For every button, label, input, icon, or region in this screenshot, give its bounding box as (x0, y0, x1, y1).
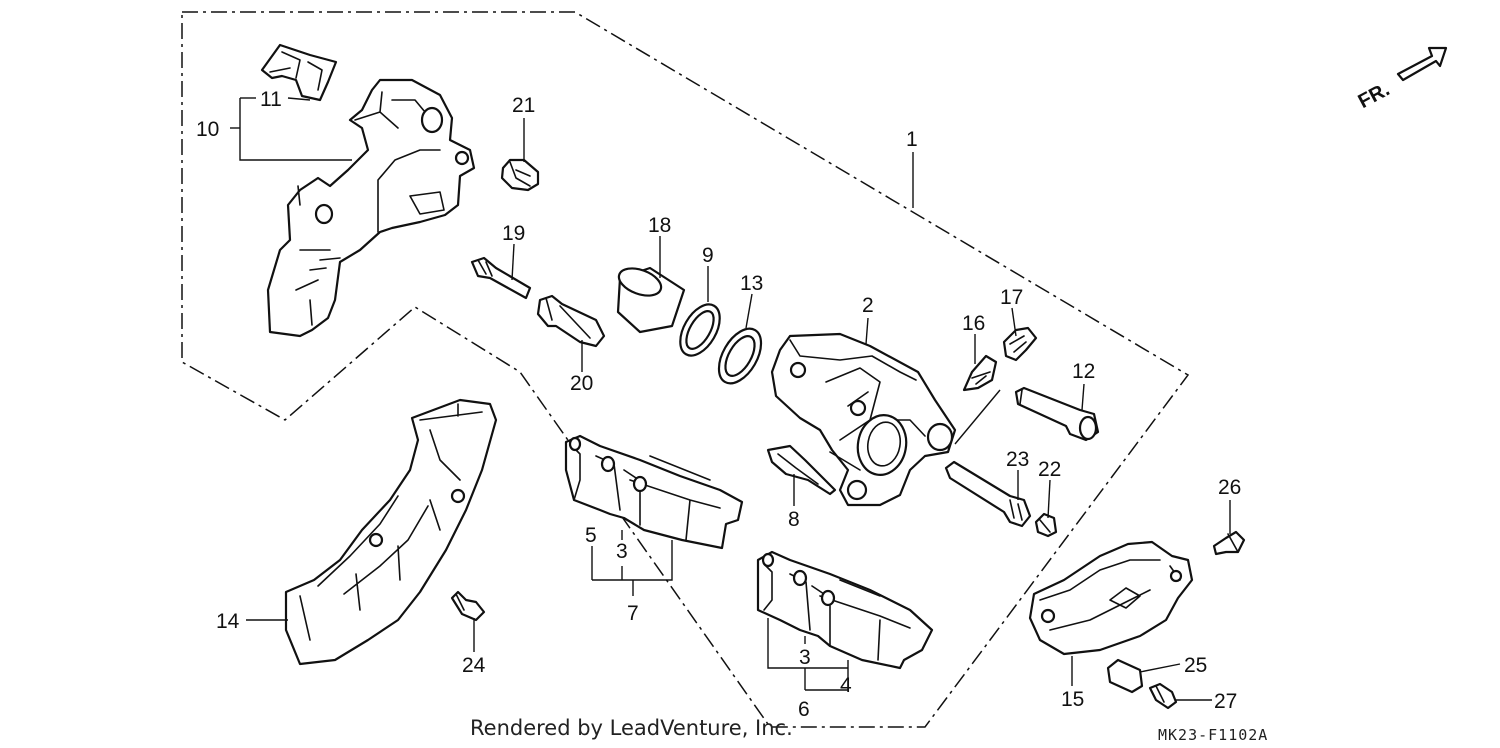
callout-18: 18 (648, 214, 671, 237)
callout-2: 2 (862, 294, 874, 317)
piston-seal-part (679, 303, 721, 357)
caliper-body-part (770, 332, 957, 507)
assembly-boundary (181, 11, 1190, 728)
callout-14: 14 (216, 610, 240, 633)
plug-part (1034, 512, 1058, 538)
callout-13: 13 (740, 272, 763, 295)
callout-16: 16 (962, 312, 985, 335)
callout-20: 20 (570, 372, 593, 395)
callout-5: 5 (585, 524, 597, 547)
callout-3-right: 3 (799, 646, 811, 669)
callout-10: 10 (196, 118, 219, 141)
bleed-valve-part (962, 354, 998, 392)
pad-spring-part (260, 43, 338, 102)
front-direction-arrow-icon: FR. (1355, 46, 1448, 113)
callout-4: 4 (840, 674, 852, 697)
collar-part (1106, 658, 1144, 694)
callout-7: 7 (627, 602, 639, 625)
dust-seal-part (717, 327, 763, 385)
piston-part (616, 266, 686, 334)
callout-3-left: 3 (616, 540, 628, 563)
callout-1: 1 (906, 128, 918, 151)
callout-6: 6 (798, 698, 810, 721)
callout-25: 25 (1184, 654, 1207, 677)
flange-bolt-27-part (1148, 682, 1178, 710)
callout-23: 23 (1006, 448, 1029, 471)
callout-26: 26 (1218, 476, 1241, 499)
callout-15: 15 (1061, 688, 1084, 711)
callout-labels: 1 2 3 3 4 5 6 7 8 9 10 11 12 13 14 15 16… (196, 88, 1241, 721)
callout-11: 11 (260, 88, 282, 111)
pad-retainer-part (766, 444, 837, 496)
disc-cover-part (284, 398, 498, 666)
callout-22: 22 (1038, 458, 1061, 481)
pin-bolt-part (470, 256, 532, 300)
bleed-cap-part (1002, 326, 1038, 362)
front-direction-label: FR. (1355, 78, 1394, 113)
slide-pin-part (1014, 386, 1100, 442)
callout-17: 17 (1000, 286, 1023, 309)
pad-set-right-part (756, 550, 934, 670)
flange-bolt-24-part (450, 590, 486, 622)
callout-24: 24 (462, 654, 486, 677)
callout-9: 9 (702, 244, 714, 267)
callout-21: 21 (512, 94, 535, 117)
flange-bolt-26-part (1212, 530, 1246, 556)
cap-part (500, 158, 540, 192)
caliper-bracket-part (266, 78, 476, 338)
callout-27: 27 (1214, 690, 1237, 713)
caliper-guard-part (1028, 540, 1194, 656)
callout-8: 8 (788, 508, 800, 531)
caliper-pin-part (536, 294, 606, 348)
callout-19: 19 (502, 222, 525, 245)
callout-12: 12 (1072, 360, 1095, 383)
pad-set-left-part (564, 434, 744, 550)
leader-lines (230, 97, 1231, 701)
credit-text: Rendered by LeadVenture, Inc. (470, 716, 793, 740)
diagram-code: MK23-F1102A (1158, 726, 1269, 744)
pad-pin-part (944, 460, 1032, 528)
